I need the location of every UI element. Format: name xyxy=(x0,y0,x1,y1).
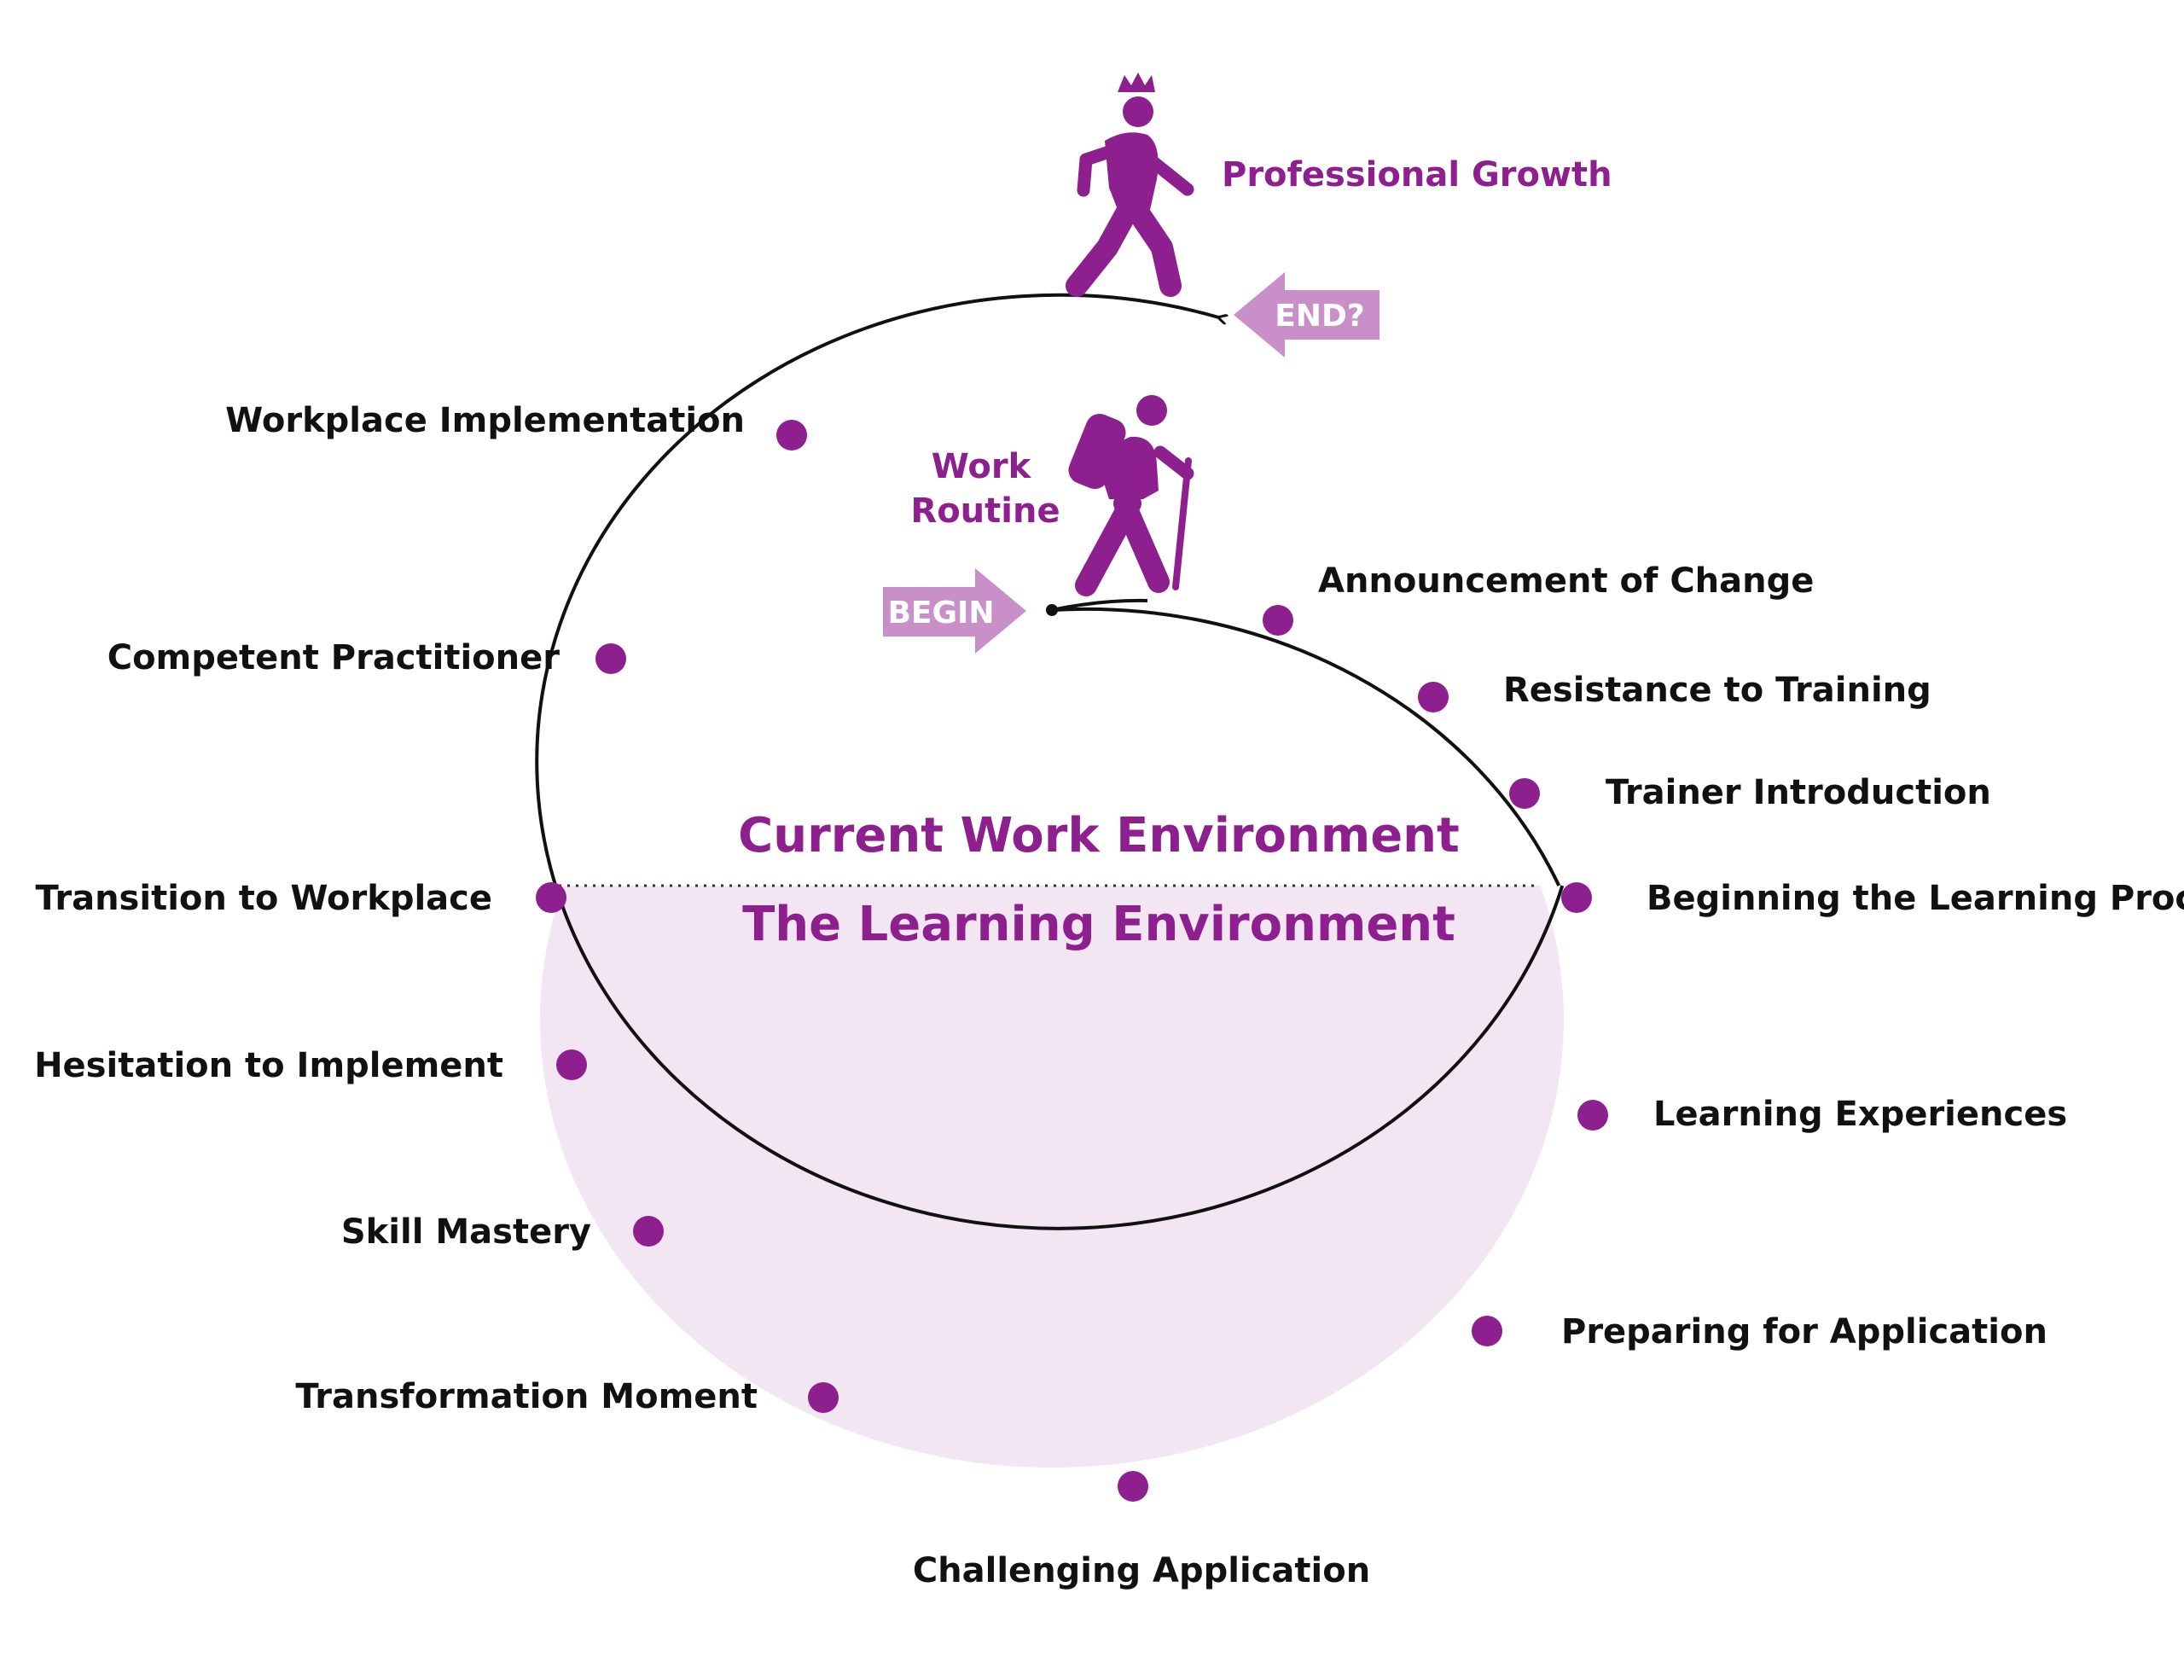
stage-label: Preparing for Application xyxy=(1561,1312,2048,1352)
stage-label: Competent Practitioner xyxy=(107,638,561,677)
stage-label: Hesitation to Implement xyxy=(34,1046,503,1085)
stage-node xyxy=(633,1216,664,1247)
stage-node xyxy=(536,882,566,913)
current-environment-label: Current Work Environment xyxy=(738,808,1460,863)
work-routine-label-line1: Work xyxy=(932,447,1032,486)
learning-environment-area xyxy=(540,886,1564,1468)
learning-environment-label: The Learning Environment xyxy=(742,897,1455,952)
stage-label: Beginning the Learning Process xyxy=(1647,879,2184,918)
stage-node xyxy=(1418,682,1449,712)
work-routine-label-line2: Routine xyxy=(910,491,1060,531)
walking-person-with-crown-icon xyxy=(1066,73,1194,297)
stage-node xyxy=(1509,778,1540,809)
stage-label: Transformation Moment xyxy=(295,1377,758,1416)
begin-label: BEGIN xyxy=(887,596,994,631)
start-arc xyxy=(1051,607,1561,887)
stage-label: Workplace Implementation xyxy=(225,401,745,440)
professional-growth-label: Professional Growth xyxy=(1222,155,1612,195)
start-arc-lead xyxy=(1051,598,1148,612)
stage-node xyxy=(595,643,626,674)
stage-node xyxy=(1472,1316,1502,1346)
stage-label: Announcement of Change xyxy=(1318,561,1814,601)
stage-node xyxy=(1118,1471,1148,1502)
stage-node xyxy=(556,1049,587,1080)
end-label: END? xyxy=(1275,299,1365,334)
stage-node xyxy=(1577,1100,1608,1131)
begin-arrow: BEGIN xyxy=(883,568,1026,654)
stage-label: Resistance to Training xyxy=(1503,671,1931,710)
stage-label: Learning Experiences xyxy=(1653,1095,2067,1134)
stage-label: Transition to Workplace xyxy=(35,879,492,918)
stage-node xyxy=(1561,882,1592,913)
stage-node xyxy=(776,420,807,451)
stage-label: Skill Mastery xyxy=(341,1212,591,1252)
stage-label: Trainer Introduction xyxy=(1606,773,1991,812)
hiker-with-backpack-icon xyxy=(1068,395,1194,596)
stage-node xyxy=(808,1382,839,1413)
start-point xyxy=(1046,604,1058,616)
journey-path xyxy=(535,293,1565,1230)
stage-label: Challenging Application xyxy=(913,1551,1370,1590)
end-arrow: END? xyxy=(1234,272,1380,358)
stage-node xyxy=(1263,605,1293,636)
